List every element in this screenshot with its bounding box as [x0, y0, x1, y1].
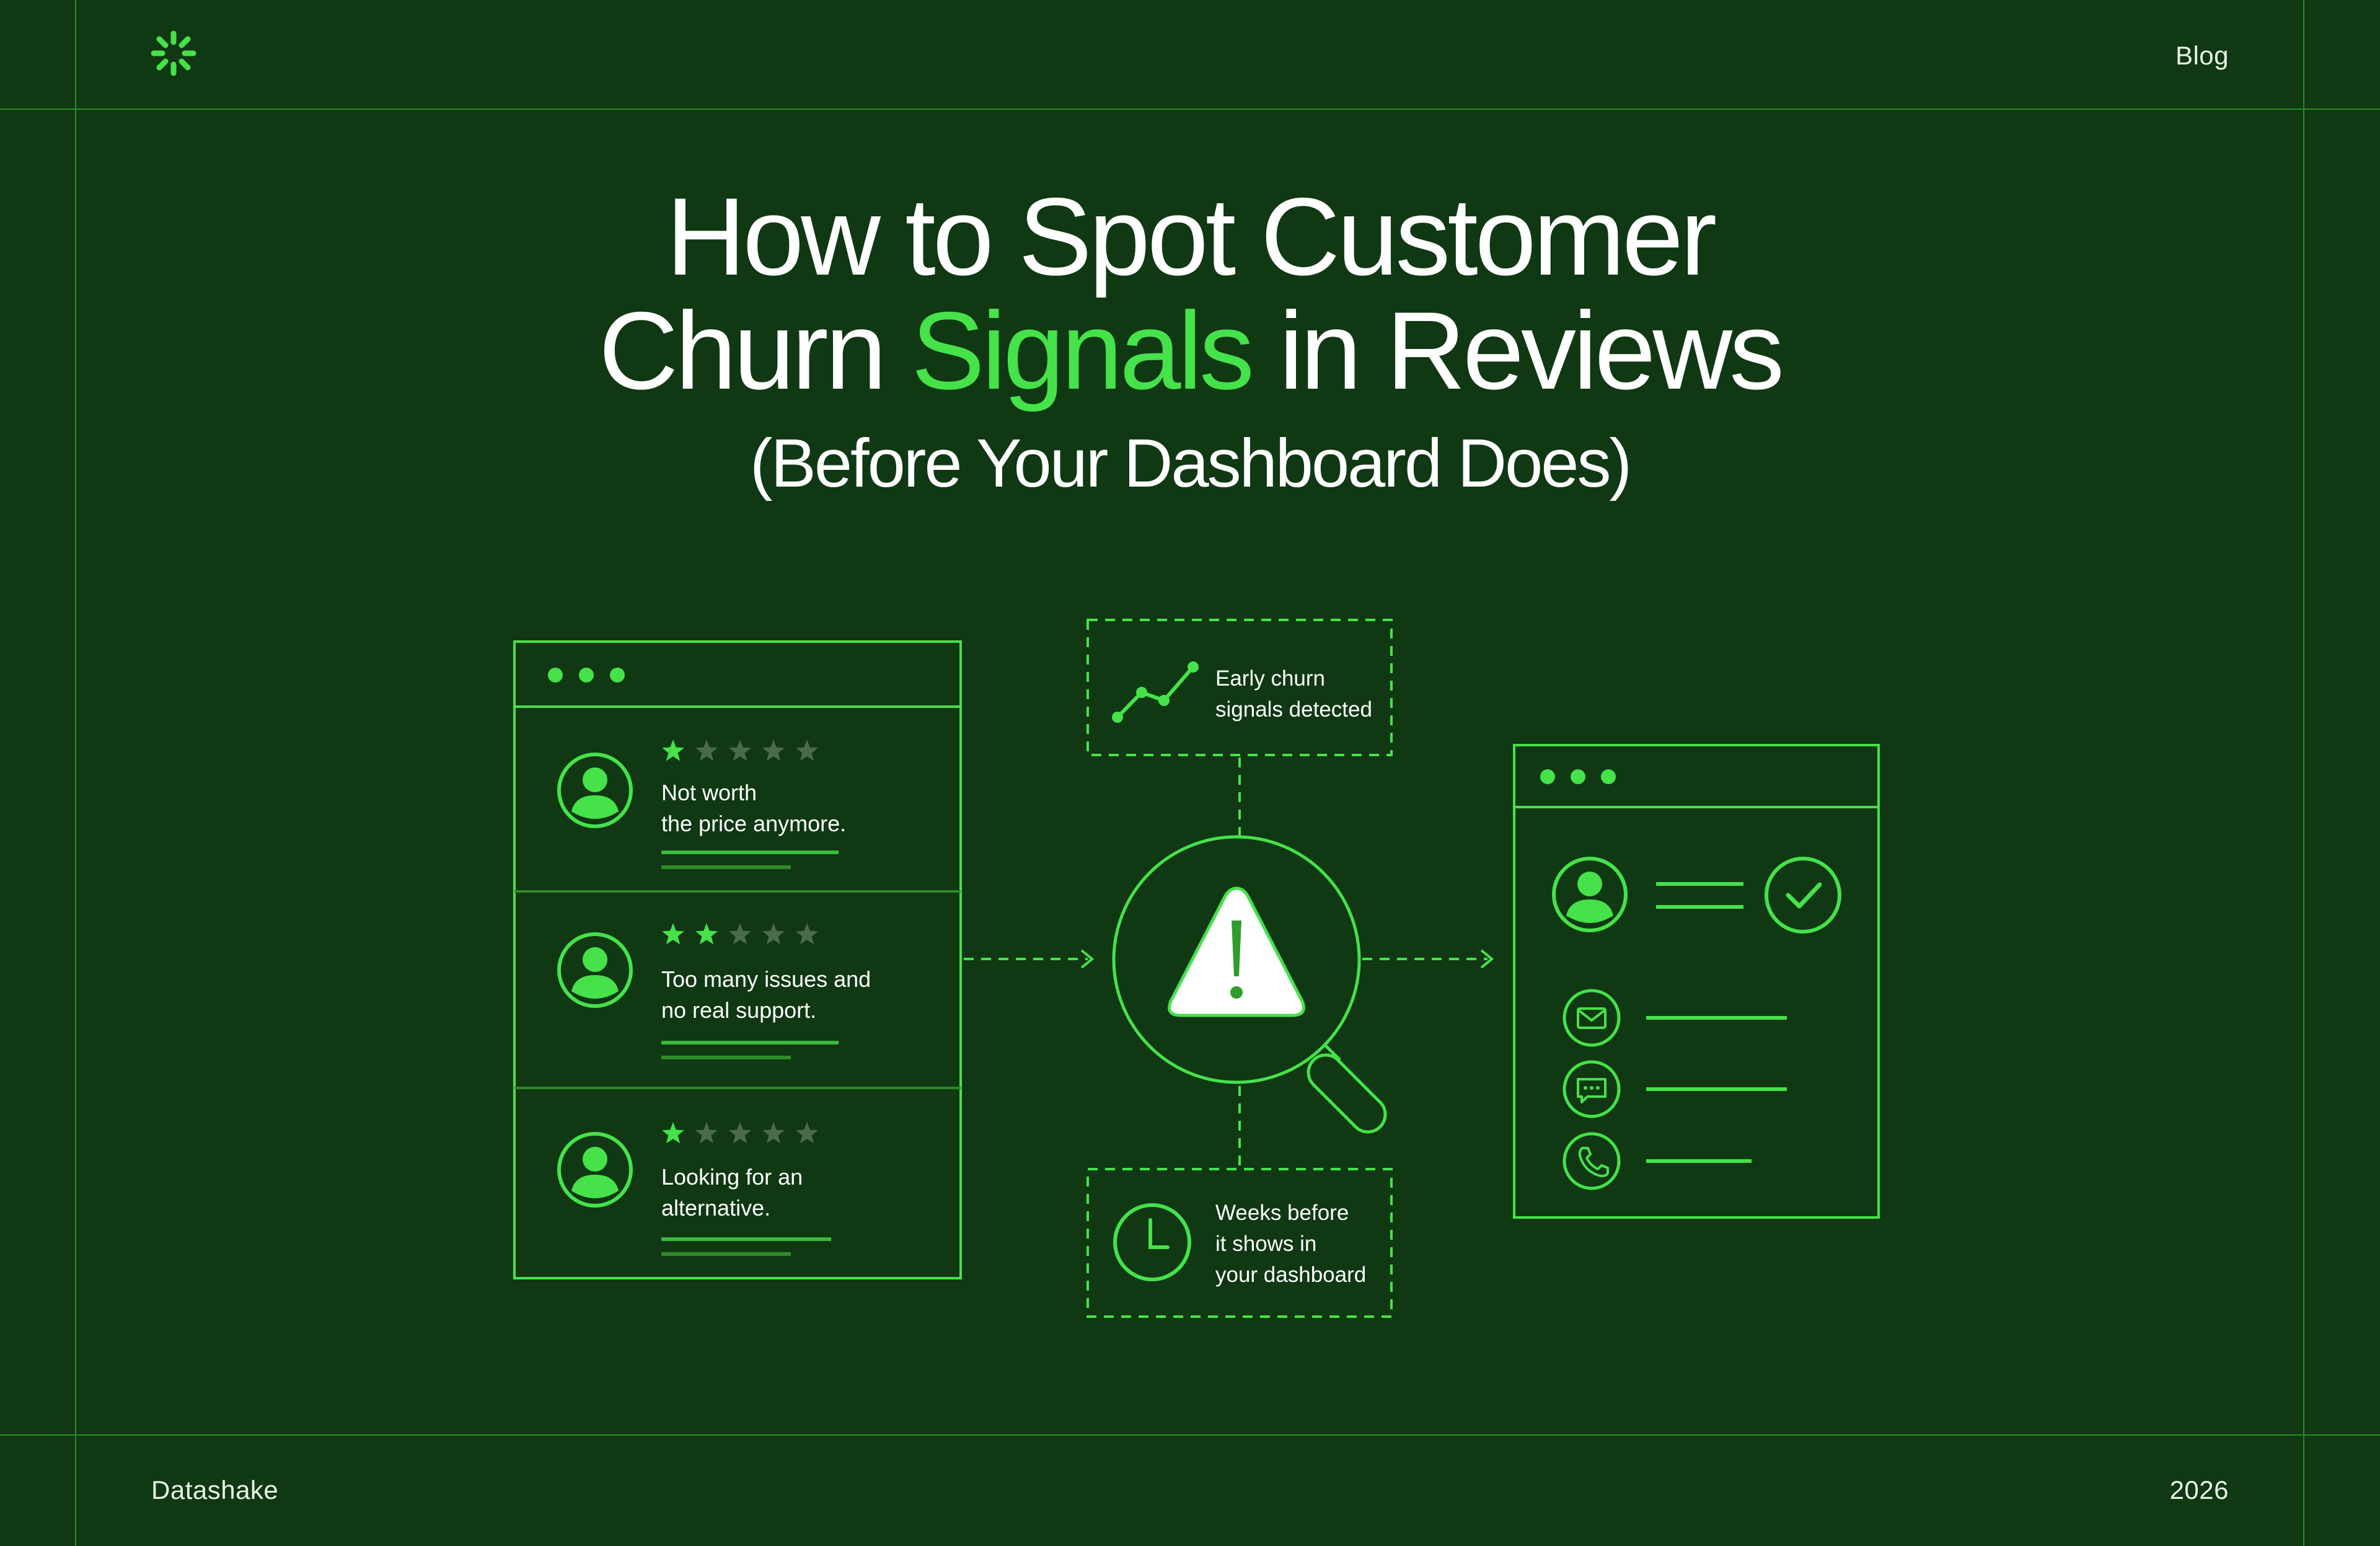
star-rating: [662, 923, 818, 945]
frame-line-top: [0, 108, 2380, 110]
review-card: Not worth the price anymore.: [559, 740, 846, 869]
title-accent-word: Signals: [911, 289, 1254, 412]
window-dot: [1571, 769, 1585, 784]
star-icon: [796, 923, 818, 945]
star-icon: [762, 1122, 785, 1144]
footer-brand: Datashake: [151, 1475, 279, 1504]
callout-text: Weeks before: [1215, 1201, 1349, 1225]
title-subline: (Before Your Dashboard Does): [749, 425, 1632, 501]
star-icon: [729, 1122, 751, 1144]
arrow-head-icon: [1480, 949, 1494, 969]
star-icon: [695, 1122, 718, 1144]
frame-line-right: [2303, 0, 2304, 1546]
star-icon: [796, 740, 818, 761]
title-line-2-start: Churn: [598, 289, 912, 412]
star-icon: [662, 1122, 684, 1144]
user-avatar-icon: [559, 1134, 631, 1206]
nav-blog-link[interactable]: Blog: [2175, 41, 2229, 70]
window-dot: [610, 668, 625, 682]
star-icon: [695, 740, 718, 761]
flow-connectors: [964, 758, 1494, 1169]
user-avatar-icon: [1554, 859, 1626, 930]
star-rating: [662, 1122, 818, 1144]
review-text: Too many issues and: [661, 966, 871, 992]
star-icon: [729, 923, 751, 945]
user-avatar-icon: [559, 934, 631, 1006]
window-dot: [548, 668, 563, 682]
trend-line-icon: [1112, 661, 1199, 723]
clock-icon: [1113, 1203, 1191, 1281]
title-line-1: How to Spot Customer: [666, 175, 1717, 298]
star-icon: [762, 923, 785, 945]
review-card: Too many issues and no real support.: [559, 923, 871, 1059]
magnifying-glass-icon: [1112, 835, 1387, 1134]
phone-icon: [1562, 1132, 1621, 1190]
footer-year: 2026: [2169, 1475, 2229, 1504]
star-icon: [662, 740, 684, 761]
frame-line-left: [75, 0, 76, 1546]
title-line-2: Churn Signals in Reviews: [0, 294, 2380, 408]
page-title: How to Spot Customer Churn Signals in Re…: [0, 180, 2380, 507]
check-circle-icon: [1765, 857, 1841, 934]
review-text: alternative.: [661, 1195, 770, 1221]
star-icon: [762, 740, 785, 761]
frame-line-bottom: [0, 1434, 2380, 1436]
star-icon: [796, 1122, 818, 1144]
callout-text: signals detected: [1215, 697, 1372, 722]
review-text: Looking for an: [661, 1164, 803, 1190]
chat-icon: [1562, 1060, 1621, 1118]
user-avatar-icon: [559, 754, 631, 826]
customer-window: [1513, 744, 1880, 1219]
callout-weeks-before: Weeks before it shows in your dashboard: [1086, 1168, 1393, 1318]
mail-icon: [1562, 989, 1621, 1047]
star-icon: [695, 923, 718, 945]
arrow-head-icon: [1080, 949, 1095, 969]
reviews-window: [513, 640, 962, 1279]
callout-early-signals: Early churn signals detected: [1086, 619, 1393, 756]
review-text: no real support.: [661, 997, 816, 1023]
warning-triangle-icon: [1168, 886, 1305, 1017]
review-text: the price anymore.: [661, 811, 846, 836]
star-rating: [662, 740, 818, 761]
window-dot: [1601, 769, 1616, 784]
callout-text: it shows in: [1215, 1232, 1316, 1256]
star-icon: [662, 923, 684, 945]
review-text: Not worth: [661, 780, 757, 805]
window-dot: [579, 668, 594, 682]
title-line-2-end: in Reviews: [1251, 289, 1784, 412]
review-card: Looking for an alternative.: [559, 1122, 831, 1256]
callout-text: Early churn: [1215, 666, 1325, 691]
star-icon: [729, 740, 751, 761]
window-dot: [1540, 769, 1555, 784]
asterisk-logo-icon[interactable]: [149, 29, 198, 78]
callout-text: your dashboard: [1215, 1263, 1366, 1287]
